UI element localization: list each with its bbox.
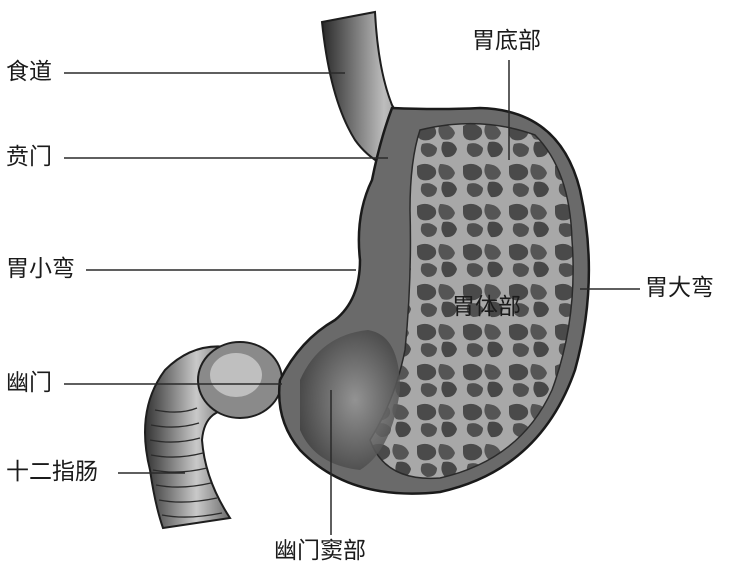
esophagus-label: 食道 xyxy=(6,61,52,84)
duodenum-label: 十二指肠 xyxy=(6,461,98,484)
pylorus-label: 幽门 xyxy=(6,372,52,395)
greater-curvature-label: 胃大弯 xyxy=(645,277,714,300)
body-label: 胃体部 xyxy=(452,296,521,319)
pyloric-antrum-label: 幽门窦部 xyxy=(274,540,366,563)
fundus-label: 胃底部 xyxy=(472,30,541,53)
lesser-curvature-label: 胃小弯 xyxy=(6,258,75,281)
cardia-label: 贲门 xyxy=(6,146,52,169)
